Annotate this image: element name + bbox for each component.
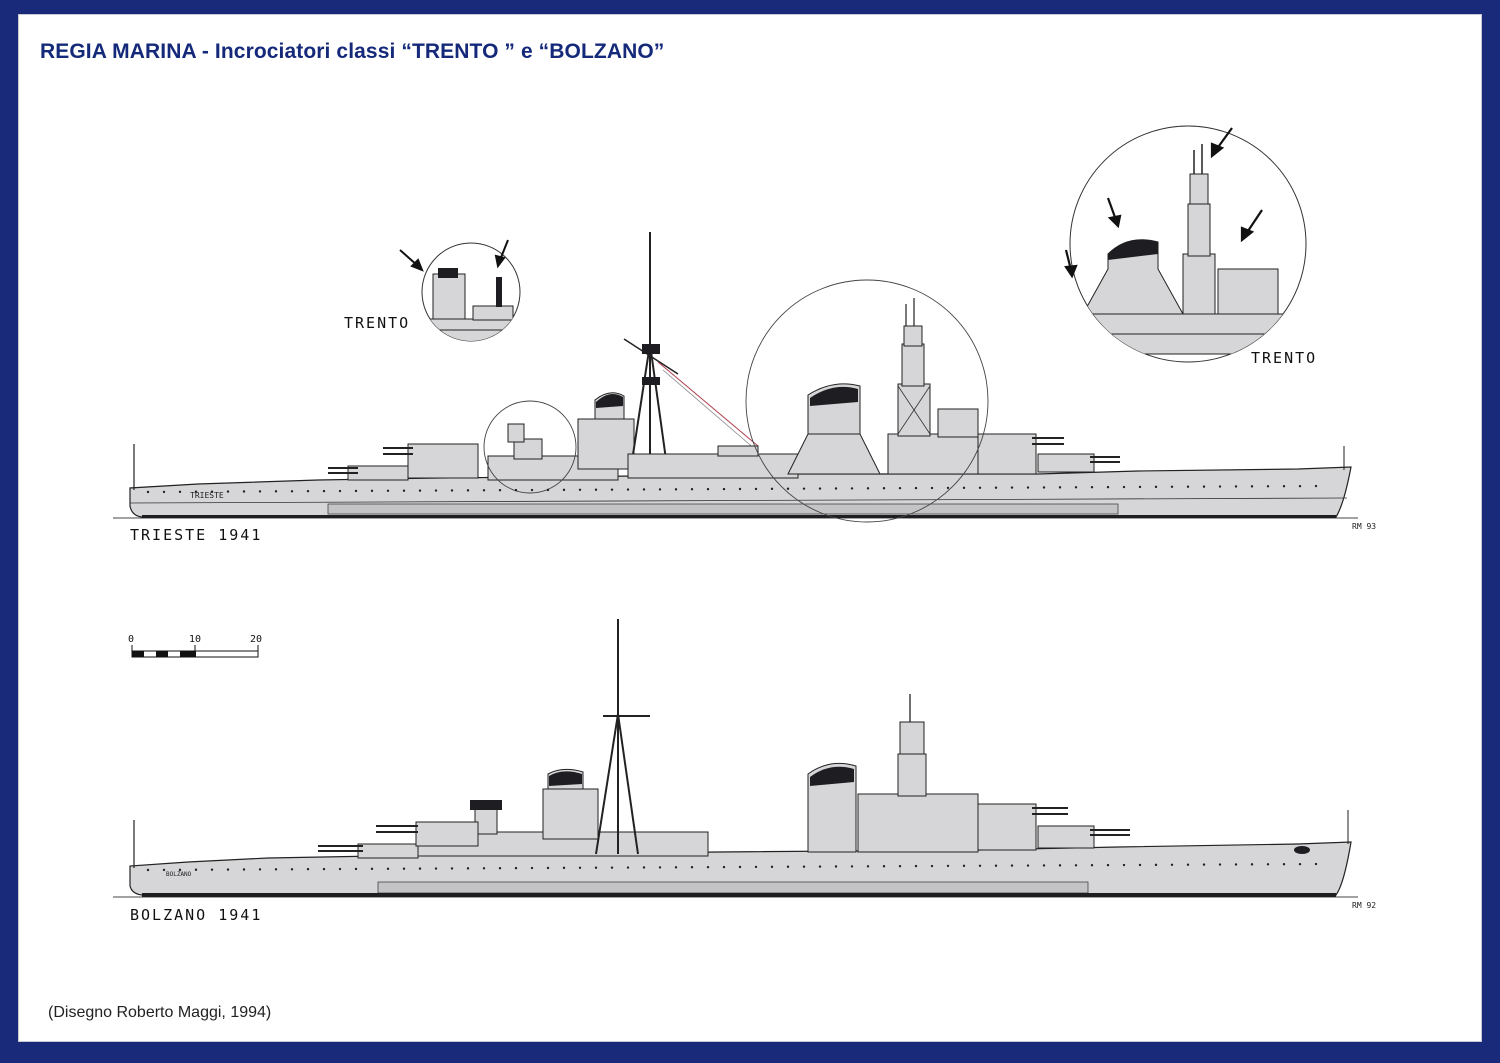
inset-large-label: TRENTO (1251, 349, 1318, 367)
bolzano-profile (113, 619, 1358, 898)
trieste-profile (113, 232, 1358, 523)
trieste-turret-a (328, 465, 409, 481)
trieste-mark: RM 93 (1352, 522, 1377, 531)
trieste-detail-circle-aft (745, 279, 989, 523)
bolzano-hull-name: BOLZANO (166, 871, 192, 878)
porthole-row (146, 862, 1318, 872)
scale-tick-0: 0 (128, 634, 135, 645)
drawing-credit: (Disegno Roberto Maggi, 1994) (48, 1004, 272, 1021)
trieste-detail-circle-fore (483, 400, 577, 494)
bolzano-label: BOLZANO 1941 (130, 906, 263, 924)
scale-bar (131, 645, 259, 658)
scale-tick-10: 10 (189, 634, 202, 645)
ship-profiles-drawing: TRIESTE (113, 125, 1358, 898)
trieste-hull-name: TRIESTE (190, 491, 224, 500)
trieste-turret-x (977, 433, 1064, 475)
trento-inset-large (1064, 125, 1307, 363)
scale-tick-20: 20 (250, 634, 263, 645)
trieste-turret-b (383, 443, 479, 479)
porthole-row (146, 484, 1318, 494)
bolzano-mark: RM 92 (1352, 901, 1377, 910)
inset-small-label: TRENTO (344, 314, 411, 332)
trieste-label: TRIESTE 1941 (130, 526, 263, 544)
page-title: REGIA MARINA - Incrociatori classi “TREN… (40, 40, 665, 63)
trento-inset-small (399, 239, 521, 342)
drawing-sheet: REGIA MARINA - Incrociatori classi “TREN… (18, 14, 1482, 1042)
trieste-turret-y (1037, 453, 1120, 473)
